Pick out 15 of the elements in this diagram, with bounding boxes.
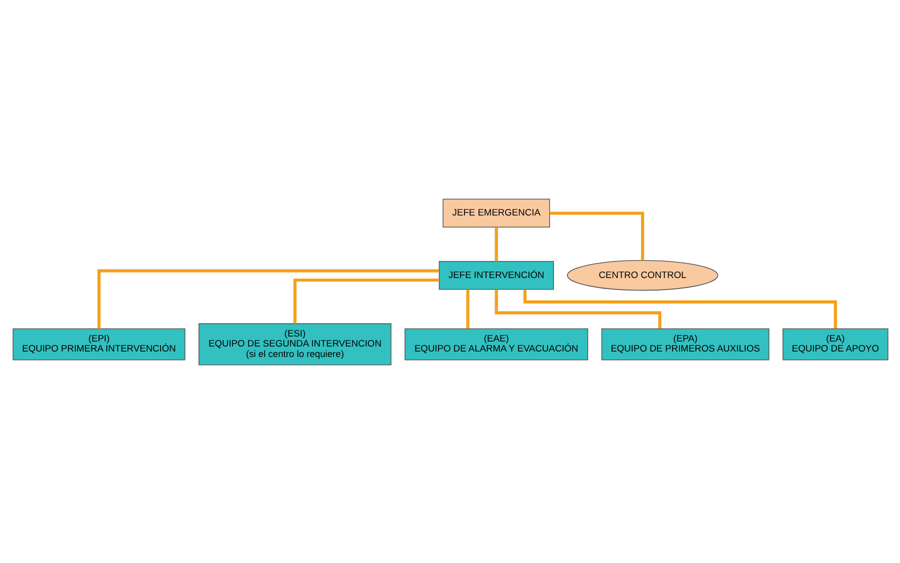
node-box: (EA) EQUIPO DE APOYO: [782, 328, 888, 360]
connector: [466, 289, 469, 328]
node-box: (EAE) EQUIPO DE ALARMA Y EVACUACIÓN: [404, 328, 588, 360]
connector: [549, 211, 644, 260]
node-box: JEFE EMERGENCIA: [442, 198, 550, 227]
connector: [494, 226, 498, 261]
node-box: (EPI) EQUIPO PRIMERA INTERVENCIÓN: [12, 328, 185, 360]
connector: [96, 268, 439, 328]
connector: [522, 289, 836, 328]
node-box: (ESI) EQUIPO DE SEGUNDA INTERVENCION (si el centro lo requiere): [198, 322, 391, 365]
connector: [292, 278, 439, 324]
connector: [494, 289, 661, 328]
node-box: (EPA) EQUIPO DE PRIMEROS AUXILIOS: [600, 328, 769, 360]
node-ellipse: CENTRO CONTROL: [566, 260, 718, 290]
node-box: JEFE INTERVENCIÓN: [438, 260, 554, 290]
